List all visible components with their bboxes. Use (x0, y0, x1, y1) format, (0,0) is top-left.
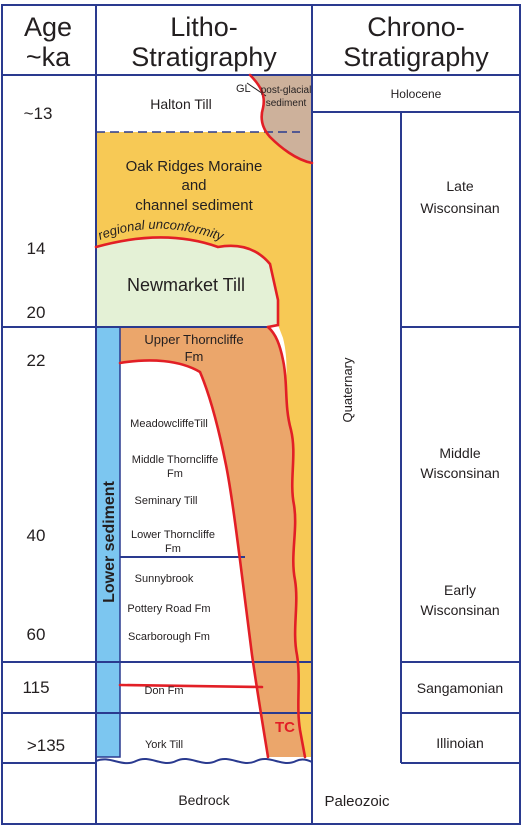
early-wisconsinan-line1: Early (444, 582, 476, 598)
middle-thorncliffe-label-line2: Fm (167, 468, 183, 480)
erosion-surfaces (94, 73, 314, 759)
chrono-labels: Holocene Quaternary Paleozoic Late Wisco… (324, 87, 503, 810)
scarborough-label: Scarborough Fm (128, 631, 210, 643)
post-glacial-label-line2: sediment (266, 98, 307, 109)
middle-wisconsinan-line1: Middle (439, 445, 480, 461)
bedrock-unconformity (95, 758, 313, 765)
age-header-line1: Age (24, 12, 72, 42)
gl-label: GL (236, 83, 251, 95)
middle-thorncliffe-label-line1: Middle Thorncliffe (132, 454, 218, 466)
age-column: ~13 14 20 22 40 60 115 >135 (22, 104, 65, 755)
orm-fill (96, 132, 312, 757)
don-fm-label: Don Fm (144, 685, 183, 697)
paleozoic-label: Paleozoic (324, 793, 390, 810)
late-wisconsinan-line2: Wisconsinan (420, 200, 499, 216)
age-value: 22 (27, 351, 46, 370)
late-wisconsinan-line1: Late (446, 178, 473, 194)
newmarket-till-fill (96, 237, 278, 327)
illinoian-label: Illinoian (436, 735, 483, 751)
age-value: ~13 (24, 104, 53, 123)
orm-label-line2: and (181, 177, 206, 194)
middle-wisconsinan-line2: Wisconsinan (420, 465, 499, 481)
age-value: 40 (27, 526, 46, 545)
post-glacial-fill (250, 75, 312, 163)
post-glacial-label-line1: post-glacial (261, 85, 312, 96)
age-header-line2: ~ka (26, 42, 71, 72)
holocene-label: Holocene (391, 87, 442, 101)
header-text: Age ~ka Litho- Stratigraphy Chrono- Stra… (24, 12, 489, 72)
seminary-till-label: Seminary Till (135, 495, 198, 507)
halton-till-label: Halton Till (150, 96, 211, 112)
litho-header-line2: Stratigraphy (131, 42, 277, 72)
lower-thorncliffe-label-line1: Lower Thorncliffe (131, 529, 215, 541)
litho-header-line1: Litho- (170, 12, 238, 42)
orm-label-line3: channel sediment (135, 197, 253, 214)
tc-label: TC (275, 719, 295, 736)
litho-labels: Halton Till GL post-glacial sediment Oak… (101, 83, 311, 808)
lower-sediment-bar (95, 326, 121, 758)
age-value: 60 (27, 625, 46, 644)
chrono-header-line1: Chrono- (367, 12, 465, 42)
upper-thorncliffe-label-line2: Fm (185, 349, 204, 364)
york-till-label: York Till (145, 739, 183, 751)
thorncliffe-fill (120, 327, 305, 757)
sangamonian-label: Sangamonian (417, 680, 503, 696)
age-value: 115 (22, 678, 49, 697)
lower-sediment-label: Lower sediment (101, 480, 118, 602)
newmarket-till-label: Newmarket Till (127, 275, 245, 295)
upper-thorncliffe-label-line1: Upper Thorncliffe (144, 332, 243, 347)
chrono-header-line2: Stratigraphy (343, 42, 489, 72)
age-value: 20 (27, 303, 46, 322)
age-value: 14 (27, 239, 46, 258)
pottery-road-label: Pottery Road Fm (127, 603, 210, 615)
early-wisconsinan-line2: Wisconsinan (420, 602, 499, 618)
quaternary-label: Quaternary (340, 357, 355, 423)
orm-label-line1: Oak Ridges Moraine (126, 158, 263, 175)
bedrock-label: Bedrock (178, 792, 230, 808)
sunnybrook-label: Sunnybrook (135, 573, 194, 585)
age-value: >135 (27, 736, 65, 755)
lower-thorncliffe-label-line2: Fm (165, 543, 181, 555)
meadowcliffe-till-label: MeadowcliffeTill (130, 418, 208, 430)
